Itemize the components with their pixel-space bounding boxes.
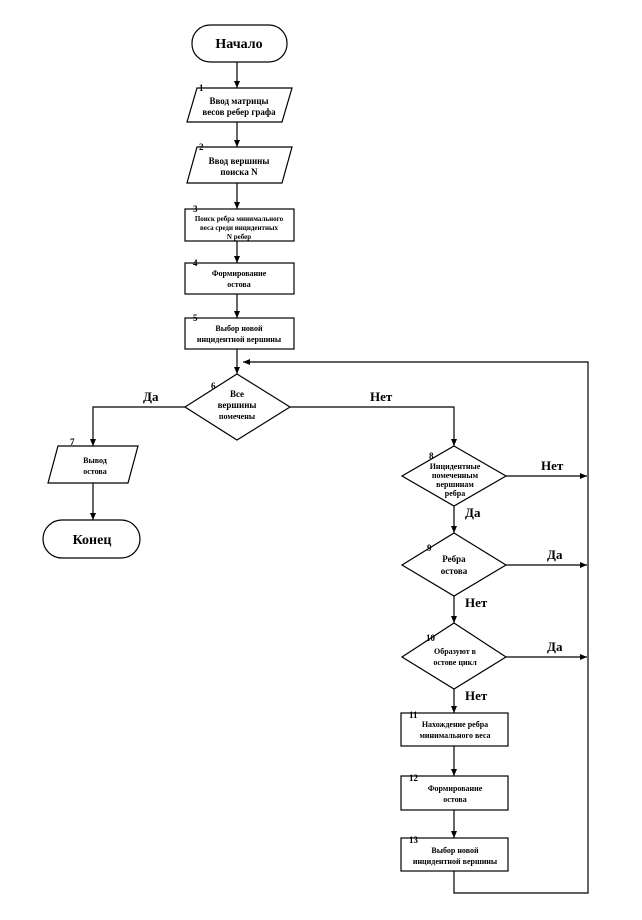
branch-labels: Да Нет Нет Да Да Нет Да Нет bbox=[143, 389, 564, 703]
block-11-number: 11 bbox=[409, 710, 418, 720]
label-no-8: Нет bbox=[541, 458, 564, 473]
decision-6-line-3: помечены bbox=[219, 412, 256, 421]
block-2-number: 2 bbox=[199, 142, 204, 152]
block-5: 5 Выбор новой инцидентной вершины bbox=[184, 313, 295, 350]
block-11-line-2: минимального веса bbox=[419, 731, 490, 740]
decision-9: 9 Ребра остова bbox=[400, 532, 508, 597]
block-12-line-1: Формирование bbox=[428, 784, 483, 793]
block-3-line-2: веса среди инцидентных bbox=[200, 224, 279, 232]
decision-9-line-1: Ребра bbox=[442, 554, 466, 564]
block-13-number: 13 bbox=[409, 835, 419, 845]
label-no-9: Нет bbox=[465, 595, 488, 610]
block-12-number: 12 bbox=[409, 773, 419, 783]
block-13-line-2: инцидентной вершины bbox=[413, 857, 498, 866]
block-3: 3 Поиск ребра минимального веса среди ин… bbox=[184, 204, 295, 242]
decision-9-line-2: остова bbox=[441, 566, 468, 576]
block-3-line-3: N ребер bbox=[227, 233, 251, 241]
decision-10-number: 10 bbox=[426, 633, 436, 643]
label-yes-8: Да bbox=[465, 505, 481, 520]
block-7-line-1: Вывод bbox=[83, 456, 107, 465]
label-yes-9: Да bbox=[547, 547, 563, 562]
decision-8-line-3: вершинам bbox=[436, 480, 474, 489]
decision-6-line-2: вершины bbox=[218, 400, 257, 410]
block-1-line-1: Ввод матрицы bbox=[209, 96, 268, 106]
block-4-number: 4 bbox=[193, 258, 198, 268]
block-3-line-1: Поиск ребра минимального bbox=[195, 215, 284, 223]
decision-6-line-1: Все bbox=[230, 389, 244, 399]
decision-6-number: 6 bbox=[211, 381, 216, 391]
block-12-line-2: остова bbox=[443, 795, 467, 804]
block-7: 7 Вывод остова bbox=[47, 437, 139, 484]
block-11-line-1: Нахождение ребра bbox=[422, 720, 488, 729]
block-1-line-2: весов ребер графа bbox=[202, 107, 276, 117]
block-13: 13 Выбор новой инцидентной вершины bbox=[400, 835, 509, 872]
decision-8-line-2: помеченным bbox=[432, 471, 479, 480]
decision-8: 8 Инцидентные помеченным вершинам ребра bbox=[400, 445, 508, 507]
decision-10-line-2: остове цикл bbox=[433, 658, 477, 667]
label-no-10: Нет bbox=[465, 688, 488, 703]
start-label: Начало bbox=[215, 37, 262, 52]
label-yes-10: Да bbox=[547, 639, 563, 654]
decision-8-line-1: Инцидентные bbox=[430, 462, 481, 471]
decision-9-number: 9 bbox=[427, 543, 432, 553]
decision-8-number: 8 bbox=[429, 451, 434, 461]
block-13-line-1: Выбор новой bbox=[431, 846, 479, 855]
label-no-6: Нет bbox=[370, 389, 393, 404]
end-label: Конец bbox=[73, 533, 112, 548]
block-4-line-2: остова bbox=[227, 280, 251, 289]
end-terminal bbox=[42, 519, 141, 559]
block-1-number: 1 bbox=[199, 83, 204, 93]
block-1: 1 Ввод матрицы весов ребер графа bbox=[186, 83, 293, 123]
block-2-line-2: поиска N bbox=[220, 167, 258, 177]
connectors bbox=[90, 62, 589, 894]
block-5-line-2: инцидентной вершины bbox=[197, 335, 282, 344]
label-yes-6: Да bbox=[143, 389, 159, 404]
block-11: 11 Нахождение ребра минимального веса bbox=[400, 710, 509, 747]
block-2: 2 Ввод вершины поиска N bbox=[186, 142, 293, 184]
block-7-number: 7 bbox=[70, 437, 75, 447]
block-4-line-1: Формирование bbox=[212, 269, 267, 278]
decision-10: 10 Образуют в остове цикл bbox=[400, 622, 508, 690]
block-12: 12 Формирование остова bbox=[400, 773, 509, 811]
decision-10-line-1: Образуют в bbox=[434, 647, 477, 656]
block-5-line-1: Выбор новой bbox=[215, 324, 263, 333]
start-terminal bbox=[191, 24, 288, 63]
block-3-number: 3 bbox=[193, 204, 198, 214]
block-4: 4 Формирование остова bbox=[184, 258, 295, 295]
block-5-number: 5 bbox=[193, 313, 198, 323]
block-2-line-1: Ввод вершины bbox=[209, 156, 270, 166]
decision-6: 6 Все вершины помечены bbox=[183, 373, 292, 441]
decision-8-line-4: ребра bbox=[445, 489, 465, 498]
block-7-line-2: остова bbox=[83, 467, 107, 476]
